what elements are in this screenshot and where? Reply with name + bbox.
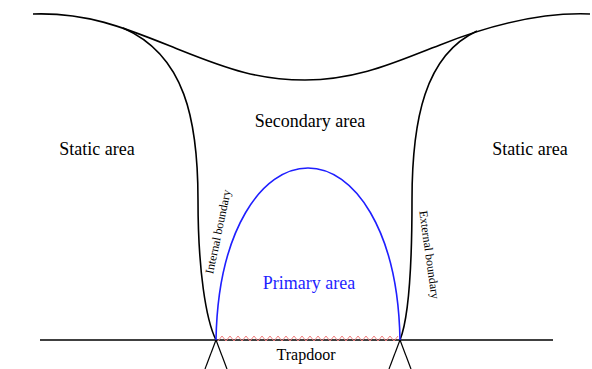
zone-name: Primary area [263,273,355,294]
part-label: Trapdoor [277,346,336,364]
trapdoor-support [216,340,227,369]
zone-boundary [400,31,477,340]
trapdoor-support [389,340,400,369]
trapdoor-zigzag [218,336,398,341]
zone-boundary [123,28,216,340]
trapdoor-support [400,340,411,369]
zone-boundary [216,168,400,340]
zone-label: Static area [59,139,134,160]
trapdoor-support [205,340,216,369]
ground-surface [33,14,590,80]
boundary-label: External boundary [415,210,441,300]
boundary-label: Internal boundary [203,189,234,276]
zone-outline [212,164,404,342]
zone-label: Static area [492,139,567,160]
zone-name: Secondary area [255,111,365,132]
primary-zone: Primary area [212,164,404,342]
